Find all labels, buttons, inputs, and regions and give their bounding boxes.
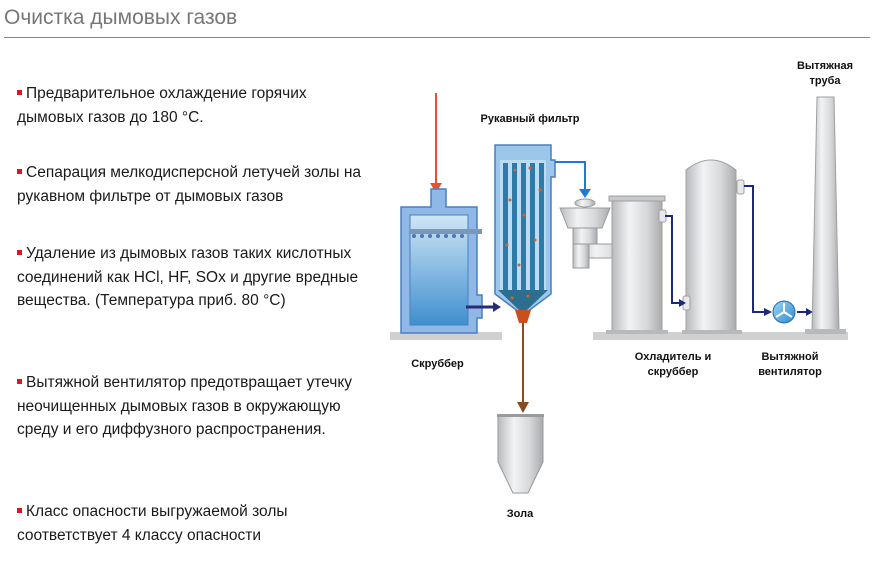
label-ash: Зола	[506, 508, 534, 520]
bullet-item: Вытяжной вентилятор предотвращает утечку…	[17, 374, 353, 438]
pipe-arrow-icon	[679, 299, 686, 307]
ground-base	[593, 332, 848, 340]
title-divider	[4, 37, 870, 38]
bag-filter-housing	[494, 144, 556, 323]
bullet-item: Предварительное охлаждение горячих дымов…	[17, 85, 307, 126]
cooler-tower	[606, 195, 668, 334]
bullet-item: Удаление из дымовых газов таких кислотны…	[17, 245, 359, 309]
ash-hopper	[497, 414, 544, 494]
bullet-marker-icon	[17, 89, 22, 95]
pipe-arrow-icon	[806, 308, 813, 316]
pipe-arrow-icon	[764, 308, 772, 316]
label-scrubber: Скруббер	[411, 358, 464, 370]
bullet-marker-icon	[17, 168, 22, 174]
exhaust-fan-icon	[772, 300, 796, 324]
scrubber-tower	[682, 159, 745, 334]
ash-flow-arrow	[517, 323, 529, 413]
gas-flow-arrow	[466, 302, 501, 312]
bullet-marker-icon	[17, 507, 22, 513]
exhaust-stack	[805, 96, 846, 334]
scrubber-vessel	[400, 188, 483, 334]
bullet-item: Класс опасности выгружаемой золы соответ…	[17, 503, 288, 544]
bullet-marker-icon	[17, 249, 22, 255]
bullet-item: Сепарация мелкодисперсной летучей золы н…	[17, 164, 362, 205]
page-title: Очистка дымовых газов	[4, 6, 238, 29]
bullet-marker-icon	[17, 378, 22, 384]
label-bag-filter: Рукавный фильтр	[480, 113, 580, 125]
hot-gas-inlet-arrow	[430, 93, 442, 193]
ground-base	[390, 332, 502, 340]
clean-gas-arrow	[555, 161, 591, 198]
